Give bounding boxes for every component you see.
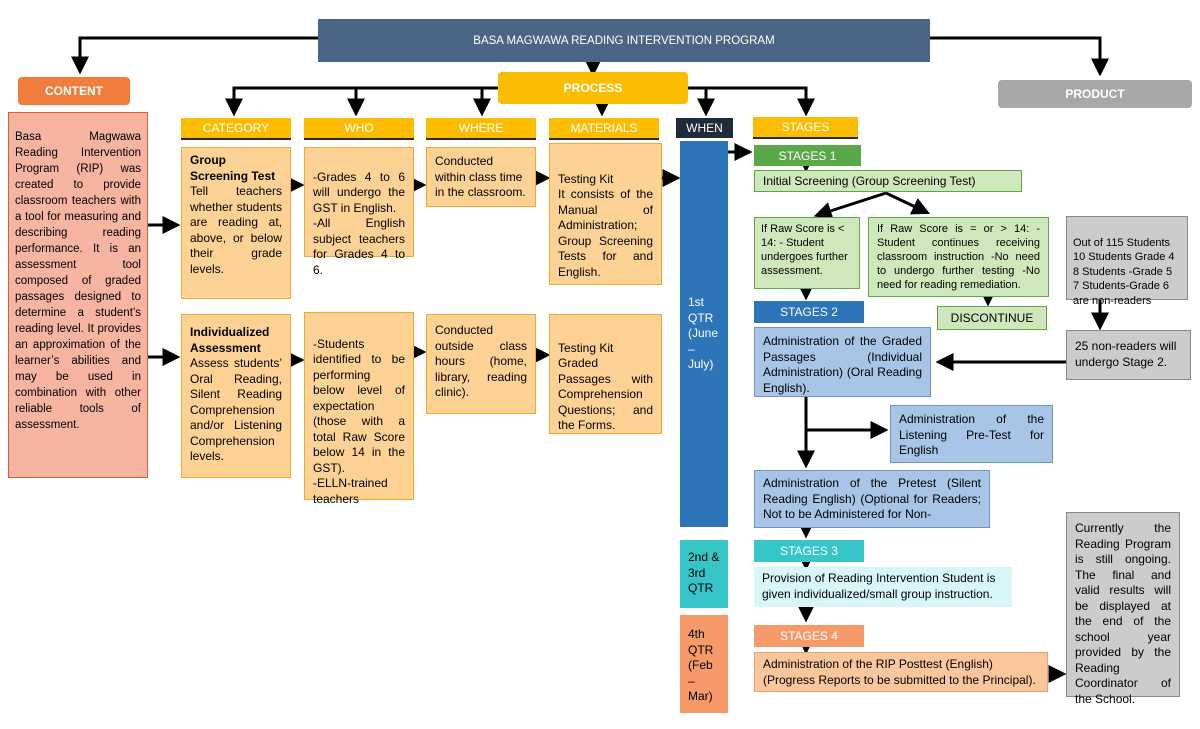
silent-pretest-box: Administration of the Pretest (Silent Re… [754, 470, 990, 528]
stage1-label-text: STAGES 1 [778, 148, 837, 163]
where-row2-cell: Conducted outside class hours (home, lib… [426, 314, 536, 414]
provision-text: Provision of Reading Intervention Studen… [762, 571, 996, 601]
initial-screening-text: Initial Screening (Group Screening Test) [763, 174, 976, 188]
content-label-text: CONTENT [45, 84, 103, 98]
posttest-text: Administration of the RIP Posttest (Engl… [763, 657, 1036, 687]
provision-box: Provision of Reading Intervention Studen… [754, 567, 1012, 607]
when-header-text: WHEN [686, 121, 723, 135]
stage3-label-text: STAGES 3 [780, 544, 838, 558]
process-label: PROCESS [498, 72, 688, 104]
discontinue-box: DISCONTINUE [937, 306, 1047, 330]
who-header-text: WHO [344, 121, 374, 135]
materials-header-text: MATERIALS [570, 121, 638, 135]
materials-row1-text: Testing Kit It consists of the Manual of… [558, 171, 653, 279]
process-label-text: PROCESS [563, 81, 623, 95]
silent-pretest-text: Administration of the Pretest (Silent Re… [763, 476, 981, 521]
group-screening-test-title: Group Screening Test [190, 153, 276, 183]
stage1-label: STAGES 1 [754, 145, 861, 166]
ongoing-box: Currently the Reading Program is still o… [1066, 512, 1180, 706]
below14-text: If Raw Score is < 14: - Student undergoe… [761, 223, 848, 277]
posttest-box: Administration of the RIP Posttest (Engl… [754, 652, 1048, 692]
nonreaders-box: 25 non-readers will undergo Stage 2. [1066, 330, 1191, 380]
q23-bar: 2nd & 3rd QTR [680, 540, 728, 608]
q1-text: 1st QTR (June – July) [688, 295, 719, 371]
stages-header-text: STAGES [781, 120, 830, 134]
individualized-assessment-text: Assess students’ Oral Reading, Silent Re… [190, 356, 282, 463]
product-label: PRODUCT [998, 80, 1192, 108]
product-label-text: PRODUCT [1065, 87, 1125, 101]
product-counts-box: Out of 115 Students 10 Students Grade 4 … [1066, 216, 1188, 307]
materials-row2-cell: Testing Kit Graded Passages with Compreh… [549, 314, 662, 434]
stage2-label: STAGES 2 [754, 301, 864, 323]
category-header-text: CATEGORY [202, 121, 270, 135]
program-title-text: BASA MAGWAWA READING INTERVENTION PROGRA… [473, 34, 775, 47]
above14-box: If Raw Score is = or > 14: -Student cont… [868, 217, 1049, 297]
materials-row1-cell: Testing Kit It consists of the Manual of… [549, 143, 662, 285]
stage3-label: STAGES 3 [754, 540, 864, 562]
listening-pretest-text: Administration of the Listening Pre-Test… [899, 412, 1044, 457]
q4-text: 4th QTR (Feb – Mar) [688, 627, 714, 703]
below14-box: If Raw Score is < 14: - Student undergoe… [754, 217, 860, 289]
who-row1-cell: -Grades 4 to 6 will undergo the GST in E… [304, 147, 414, 277]
materials-row2-text: Testing Kit Graded Passages with Compreh… [558, 340, 653, 433]
who-row2-cell: -Students identified to be performing be… [304, 312, 414, 506]
stage4-label-text: STAGES 4 [780, 629, 838, 643]
content-label: CONTENT [18, 77, 130, 105]
graded-passages-box: Administration of the Graded Passages (I… [754, 327, 931, 397]
where-row2-text: Conducted outside class hours (home, lib… [435, 323, 527, 399]
graded-passages-text: Administration of the Graded Passages (I… [763, 334, 922, 395]
materials-header: MATERIALS [549, 118, 659, 140]
q1-bar: 1st QTR (June – July) [680, 141, 728, 527]
who-row2-text: -Students identified to be performing be… [313, 336, 405, 506]
who-header: WHO [304, 118, 414, 140]
product-counts-text: Out of 115 Students 10 Students Grade 4 … [1073, 236, 1175, 307]
above14-text: If Raw Score is = or > 14: -Student cont… [877, 223, 1040, 291]
where-row1-text: Conducted within class time in the class… [435, 154, 526, 199]
discontinue-text: DISCONTINUE [950, 311, 1034, 325]
nonreaders-text: 25 non-readers will undergo Stage 2. [1075, 339, 1177, 369]
stages-header: STAGES [753, 117, 858, 139]
program-title: BASA MAGWAWA READING INTERVENTION PROGRA… [318, 19, 930, 62]
group-screening-test-text: Tell teachers whether students are readi… [190, 184, 282, 276]
stage2-label-text: STAGES 2 [780, 305, 838, 319]
who-row1-text: -Grades 4 to 6 will undergo the GST in E… [313, 169, 405, 277]
q23-text: 2nd & 3rd QTR [688, 550, 720, 595]
content-description: Basa Magwawa Reading Intervention Progra… [8, 112, 148, 478]
where-header: WHERE [426, 118, 536, 140]
initial-screening-box: Initial Screening (Group Screening Test) [754, 170, 1022, 192]
where-header-text: WHERE [458, 121, 504, 135]
content-description-text: Basa Magwawa Reading Intervention Progra… [15, 131, 141, 431]
ongoing-text: Currently the Reading Program is still o… [1075, 521, 1171, 706]
category-header: CATEGORY [181, 118, 291, 140]
q4-bar: 4th QTR (Feb – Mar) [680, 615, 728, 713]
stage4-label: STAGES 4 [754, 625, 864, 647]
when-header: WHEN [676, 118, 733, 138]
where-row1-cell: Conducted within class time in the class… [426, 147, 536, 207]
listening-pretest-box: Administration of the Listening Pre-Test… [890, 405, 1053, 463]
individualized-assessment-title: Individualized Assessment [190, 325, 270, 355]
group-screening-test-cell: Group Screening Test Tell teachers wheth… [181, 147, 291, 299]
individualized-assessment-cell: Individualized Assessment Assess student… [181, 314, 291, 478]
